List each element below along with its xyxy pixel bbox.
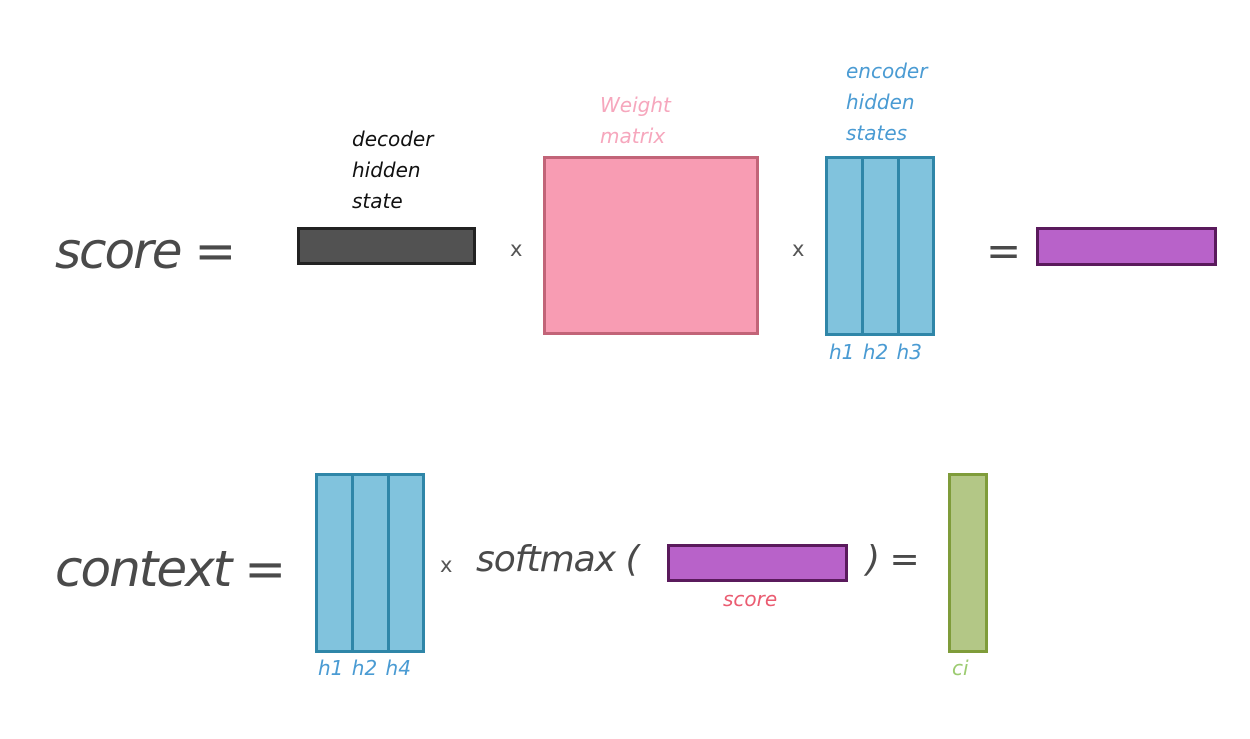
context-equation-label: context =: [55, 540, 286, 598]
context-encoder-states-matrix: [315, 473, 425, 653]
encoder-hidden-states-matrix: [825, 156, 935, 336]
encoder-column-labels: h1 h2 h3: [829, 340, 922, 364]
encoder-hidden-states-label: encoder hidden states: [846, 56, 927, 149]
softmax-score-vector: [667, 544, 848, 582]
multiply-sign-2: x: [792, 237, 805, 261]
decoder-label-line-3: state: [352, 189, 403, 213]
score-equation-label: score =: [55, 222, 236, 280]
encoder-label-line-2: hidden: [846, 90, 915, 114]
softmax-close: ) =: [866, 539, 920, 580]
score-result-vector: [1036, 227, 1217, 266]
weight-label-line-2: matrix: [600, 124, 666, 148]
decoder-hidden-state-label: decoder hidden state: [352, 124, 433, 217]
column-label-h2: h2: [862, 340, 889, 364]
context-column-labels: h1 h2 h4: [318, 656, 411, 680]
softmax-score-label: score: [723, 587, 778, 611]
weight-label-line-1: Weight: [600, 93, 671, 117]
encoder-label-line-3: states: [846, 121, 908, 145]
encoder-column-divider: [897, 159, 900, 333]
softmax-open: softmax (: [476, 539, 639, 580]
decoder-hidden-state-vector: [297, 227, 476, 265]
equals-sign: =: [986, 226, 1021, 275]
decoder-label-line-2: hidden: [352, 158, 421, 182]
weight-matrix-label: Weight matrix: [600, 90, 671, 152]
encoder-label-line-1: encoder: [846, 59, 928, 83]
multiply-sign-1: x: [510, 237, 523, 261]
column-label-h1: h1: [318, 656, 344, 680]
context-vector-label: ci: [952, 656, 969, 680]
context-vector-ci: [948, 473, 988, 653]
multiply-sign-3: x: [440, 553, 453, 577]
column-label-h2: h2: [351, 656, 378, 680]
encoder-column-divider: [861, 159, 864, 333]
decoder-label-line-1: decoder: [352, 127, 434, 151]
encoder-column-divider: [387, 476, 390, 650]
weight-matrix: [543, 156, 759, 335]
column-label-h4: h4: [385, 656, 411, 680]
column-label-h3: h3: [896, 340, 922, 364]
column-label-h1: h1: [829, 340, 855, 364]
encoder-column-divider: [351, 476, 354, 650]
